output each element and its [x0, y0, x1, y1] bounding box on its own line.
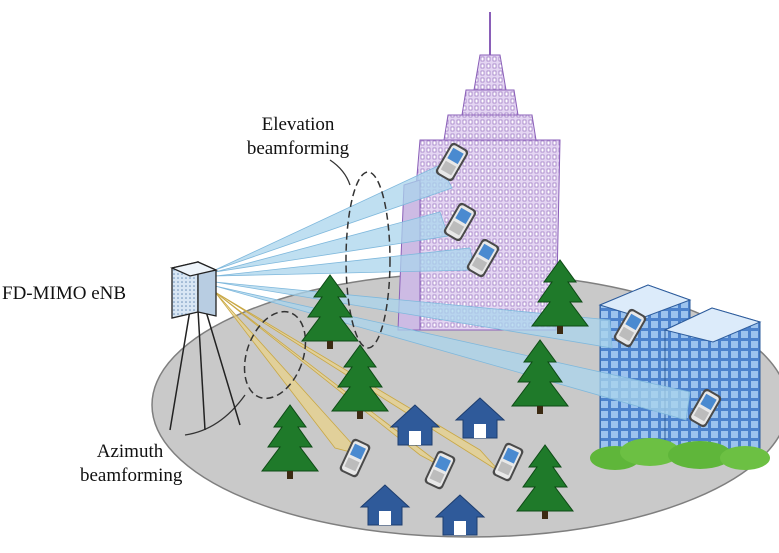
azimuth-pointer — [184, 394, 246, 436]
elevation-pointer — [329, 159, 351, 186]
azimuth-label-line1: Azimuth — [96, 441, 164, 462]
skyscraper-icon — [397, 12, 561, 331]
elevation-label: Elevation beamforming — [238, 113, 358, 161]
elevation-group-ellipse — [345, 171, 391, 349]
azimuth-group-ellipse — [243, 310, 307, 400]
elevation-label-line2: beamforming — [246, 138, 350, 159]
elevation-label-line1: Elevation — [261, 114, 335, 135]
antenna-panel-icon — [169, 260, 241, 431]
azimuth-label-line2: beamforming — [80, 465, 183, 486]
bush-cluster — [590, 438, 770, 470]
office-tower-icon — [598, 284, 762, 456]
enb-label: FD-MIMO eNB — [2, 283, 127, 304]
azimuth-label: Azimuth beamforming — [80, 440, 183, 488]
